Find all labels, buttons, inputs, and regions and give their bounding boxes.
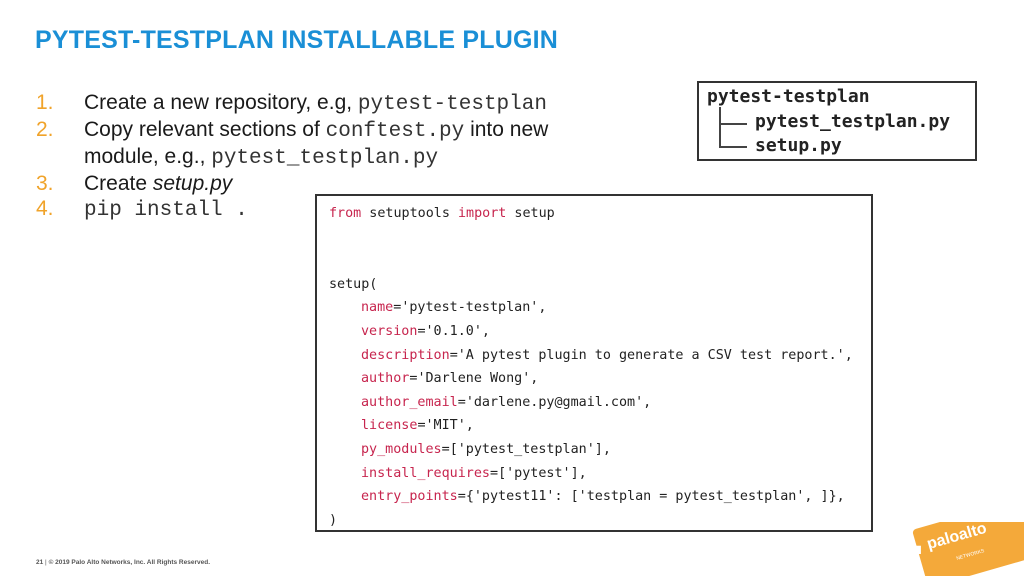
- code-line: author_email='darlene.py@gmail.com',: [361, 394, 652, 410]
- code-arg-value: 'Darlene Wong',: [417, 371, 539, 387]
- step-text: Create: [84, 172, 153, 195]
- step-2: 2.Copy relevant sections of conftest.py …: [36, 117, 676, 171]
- page-number: 21: [36, 559, 44, 566]
- step-code: conftest.py: [325, 120, 465, 143]
- step-italic: setup.py: [152, 172, 233, 195]
- step-text-tail: into new: [464, 118, 549, 141]
- step-3: 3. Create setup.py: [36, 171, 676, 196]
- tree-branch-line: [719, 146, 747, 148]
- tree-branch-line: [719, 123, 747, 125]
- code-arg-name: author_email: [361, 394, 458, 410]
- code-line: setup(: [329, 276, 378, 292]
- step-number: 4.: [36, 197, 54, 220]
- step-code: pytest-testplan: [357, 93, 547, 116]
- code-arg-value: 'A pytest plugin to generate a CSV test …: [457, 347, 853, 363]
- code-line: author='Darlene Wong',: [361, 371, 539, 387]
- step-text: Create a new repository, e.g,: [84, 91, 358, 114]
- code-line: ): [329, 512, 338, 528]
- code-arg-name: py_modules: [361, 441, 442, 457]
- step-number: 3.: [36, 172, 54, 195]
- step-1: 1. Create a new repository, e.g, pytest-t…: [36, 90, 676, 117]
- copyright-text: © 2019 Palo Alto Networks, Inc. All Righ…: [48, 559, 211, 566]
- step-text: Copy relevant sections of: [84, 118, 326, 141]
- slide-footer: 21 | © 2019 Palo Alto Networks, Inc. All…: [36, 559, 210, 566]
- code-line-blank: [329, 226, 871, 250]
- steps-list: 1. Create a new repository, e.g, pytest-t…: [36, 90, 676, 223]
- step-4: 4. pip install .: [36, 196, 676, 223]
- tree-child: pytest_testplan.py: [755, 111, 951, 132]
- code-arg-name: version: [361, 323, 418, 339]
- code-arg-name: name: [361, 300, 394, 316]
- code-arg-value: 'MIT',: [425, 418, 474, 434]
- step-number: 2.: [36, 118, 54, 141]
- code-line: name='pytest-testplan',: [361, 300, 547, 316]
- code-text: setup: [506, 206, 555, 221]
- footer-separator: |: [45, 559, 47, 566]
- code-line: install_requires=['pytest'],: [361, 465, 587, 481]
- code-arg-value: '0.1.0',: [425, 323, 491, 339]
- tree-child: setup.py: [755, 135, 842, 156]
- step-code: pip install .: [84, 199, 248, 222]
- code-line-blank: [329, 249, 871, 273]
- code-snippet-image: from setuptools import setup setup( name…: [315, 194, 873, 532]
- code-arg-name: license: [361, 418, 418, 434]
- code-arg-name: description: [361, 347, 450, 363]
- paloalto-logo: ▞ paloalto NETWORKS: [890, 522, 1024, 576]
- code-arg-value: ['pytest'],: [498, 465, 587, 481]
- code-text: setuptools: [361, 206, 458, 221]
- step-number: 1.: [36, 91, 54, 114]
- step-text-line2: module, e.g.,: [84, 145, 212, 168]
- code-line: entry_points={'pytest11': ['testplan = p…: [361, 489, 845, 505]
- code-line: version='0.1.0',: [361, 323, 491, 339]
- code-line: description='A pytest plugin to generate…: [361, 347, 853, 363]
- code-arg-value: 'pytest-testplan',: [401, 300, 547, 316]
- code-line: py_modules=['pytest_testplan'],: [361, 441, 611, 457]
- code-keyword: from: [329, 206, 362, 221]
- code-arg-name: author: [361, 371, 410, 387]
- code-arg-value: ['pytest_testplan'],: [449, 441, 611, 457]
- code-keyword: import: [458, 206, 507, 221]
- tree-branch-line: [719, 107, 721, 147]
- code-line: from setuptools import setup: [329, 202, 871, 226]
- code-arg-name: install_requires: [361, 465, 490, 481]
- code-arg-value: 'darlene.py@gmail.com',: [465, 394, 652, 410]
- code-arg-name: entry_points: [361, 489, 458, 505]
- slide-title: PYTEST-TESTPLAN INSTALLABLE PLUGIN: [35, 26, 559, 54]
- logo-icon: ▞: [910, 546, 921, 562]
- code-line: license='MIT',: [361, 418, 474, 434]
- code-arg-value: {'pytest11': ['testplan = pytest_testpla…: [465, 489, 845, 505]
- file-tree-image: pytest-testplan pytest_testplan.py setup…: [697, 81, 977, 161]
- tree-root: pytest-testplan: [707, 86, 870, 107]
- step-code-line2: pytest_testplan.py: [211, 147, 439, 170]
